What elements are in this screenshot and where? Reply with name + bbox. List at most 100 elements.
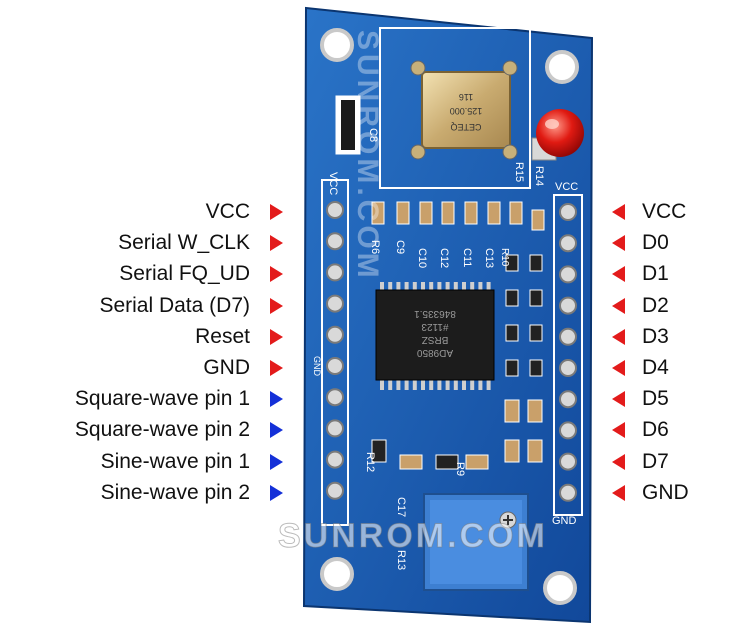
red-arrow-icon <box>270 235 283 252</box>
chip-leg <box>478 282 483 292</box>
smd-resistors <box>371 254 543 470</box>
header-pin <box>326 232 344 251</box>
chip-leg <box>462 282 466 292</box>
blue-arrow-icon <box>270 453 283 470</box>
silkscreen: VCC VCC GND GND C8 R6 C9 C10 C12 C11 C13… <box>312 30 578 570</box>
mounting-holes <box>320 28 579 605</box>
red-arrow-icon <box>270 266 283 283</box>
red-arrow-left-icon <box>612 360 625 376</box>
red-arrow-left-icon <box>612 235 625 252</box>
red-arrow-left-icon <box>612 484 625 501</box>
header-pin <box>326 388 344 407</box>
blue-arrow-icon <box>270 391 283 408</box>
chip-leg <box>404 282 409 292</box>
silk-gnd-right: GND <box>552 515 577 527</box>
silk-c12: C12 <box>438 248 450 268</box>
right-pin-label: D7 <box>642 449 669 473</box>
left-pin-label: Square-wave pin 1 <box>74 387 250 411</box>
left-pin-label: Reset <box>195 324 250 348</box>
left-pin-label: GND <box>203 356 250 379</box>
silk-c13: C13 <box>483 248 495 268</box>
chip-leg <box>470 380 475 390</box>
right-pin-label: VCC <box>642 200 687 223</box>
red-arrow-left-icon <box>612 422 625 439</box>
header-pin <box>326 294 344 313</box>
potentiometer <box>423 493 529 591</box>
chip-leg <box>421 282 425 292</box>
right-header-pins <box>559 203 577 502</box>
red-arrow-icon <box>270 360 283 376</box>
header-pin <box>559 265 577 284</box>
header-pin <box>326 481 344 500</box>
chip-leg <box>486 282 491 292</box>
silk-r13: R13 <box>395 550 407 570</box>
chip-leg <box>412 380 417 390</box>
chip-leg <box>421 380 425 390</box>
chip-text-3: #1123 <box>421 321 449 332</box>
header-pin <box>559 327 577 346</box>
left-pin-label: Square-wave pin 2 <box>74 418 250 442</box>
silk-r15: R15 <box>513 162 525 182</box>
silk-vcc-left: VCC <box>327 172 339 195</box>
silk-c9: C9 <box>394 240 406 254</box>
header-pin <box>559 359 577 377</box>
silk-c8: C8 <box>367 128 379 142</box>
chip-text-4: 846335.1 <box>414 308 456 319</box>
header-pin <box>559 483 577 502</box>
red-arrow-left-icon <box>612 328 625 345</box>
silk-r10: R10 <box>499 248 510 267</box>
red-arrow-left-icon <box>612 453 625 470</box>
header-pin <box>326 357 344 375</box>
red-arrow-icon <box>270 204 283 220</box>
silk-r9: R9 <box>454 462 466 476</box>
chip-leg <box>470 282 475 292</box>
chip-leg <box>462 380 466 390</box>
header-pin <box>326 263 344 282</box>
red-arrow-left-icon <box>612 266 625 283</box>
sunrom-watermark: SUNROM.COM <box>278 517 548 556</box>
header-pin <box>326 325 344 344</box>
chip-leg <box>396 380 401 390</box>
right-pin-label: D4 <box>642 356 669 379</box>
silk-c17: C17 <box>395 497 407 517</box>
chip-leg <box>437 282 442 292</box>
chip-leg <box>478 380 483 390</box>
right-pin-label: D5 <box>642 387 669 411</box>
left-pin-label: Serial Data (D7) <box>99 293 250 317</box>
chip-leg <box>388 380 393 390</box>
chip-leg <box>445 380 450 390</box>
header-pin <box>559 234 577 253</box>
red-arrow-left-icon <box>612 391 625 408</box>
silk-vcc-right: VCC <box>555 181 578 193</box>
left-pin-label: Sine-wave pin 2 <box>100 480 250 504</box>
blue-arrow-icon <box>270 422 283 439</box>
blue-arrow-icon <box>270 484 283 501</box>
chip-leg <box>429 282 434 292</box>
crystal-text-1: CETEQ <box>450 122 481 132</box>
crystal-text-2: 125.000 <box>450 106 483 116</box>
silk-gnd-left: GND <box>312 356 322 377</box>
silk-r14: R14 <box>533 166 545 186</box>
chip-leg <box>453 282 458 292</box>
left-pin-label: VCC <box>205 200 250 223</box>
silk-r6: R6 <box>369 240 381 254</box>
silk-c10: C10 <box>416 248 428 268</box>
chip-leg <box>437 380 442 390</box>
regulator <box>335 95 361 155</box>
header-pin <box>559 203 577 221</box>
header-pin <box>559 390 577 409</box>
red-led <box>531 109 584 161</box>
right-pin-label: GND <box>642 480 689 504</box>
vertical-watermark: SUNROM.COM <box>351 30 384 282</box>
smd-capacitors <box>371 201 545 231</box>
chip-leg <box>486 380 491 390</box>
chip-text-1: AD9850 <box>416 347 453 358</box>
left-pin-label: Serial FQ_UD <box>119 262 250 286</box>
chip-leg <box>445 282 450 292</box>
chip-text-2: BRSZ <box>422 334 449 345</box>
right-pin-label: D3 <box>642 324 669 348</box>
header-pin <box>326 201 344 219</box>
header-pin <box>559 452 577 471</box>
red-arrow-left-icon <box>612 297 625 314</box>
